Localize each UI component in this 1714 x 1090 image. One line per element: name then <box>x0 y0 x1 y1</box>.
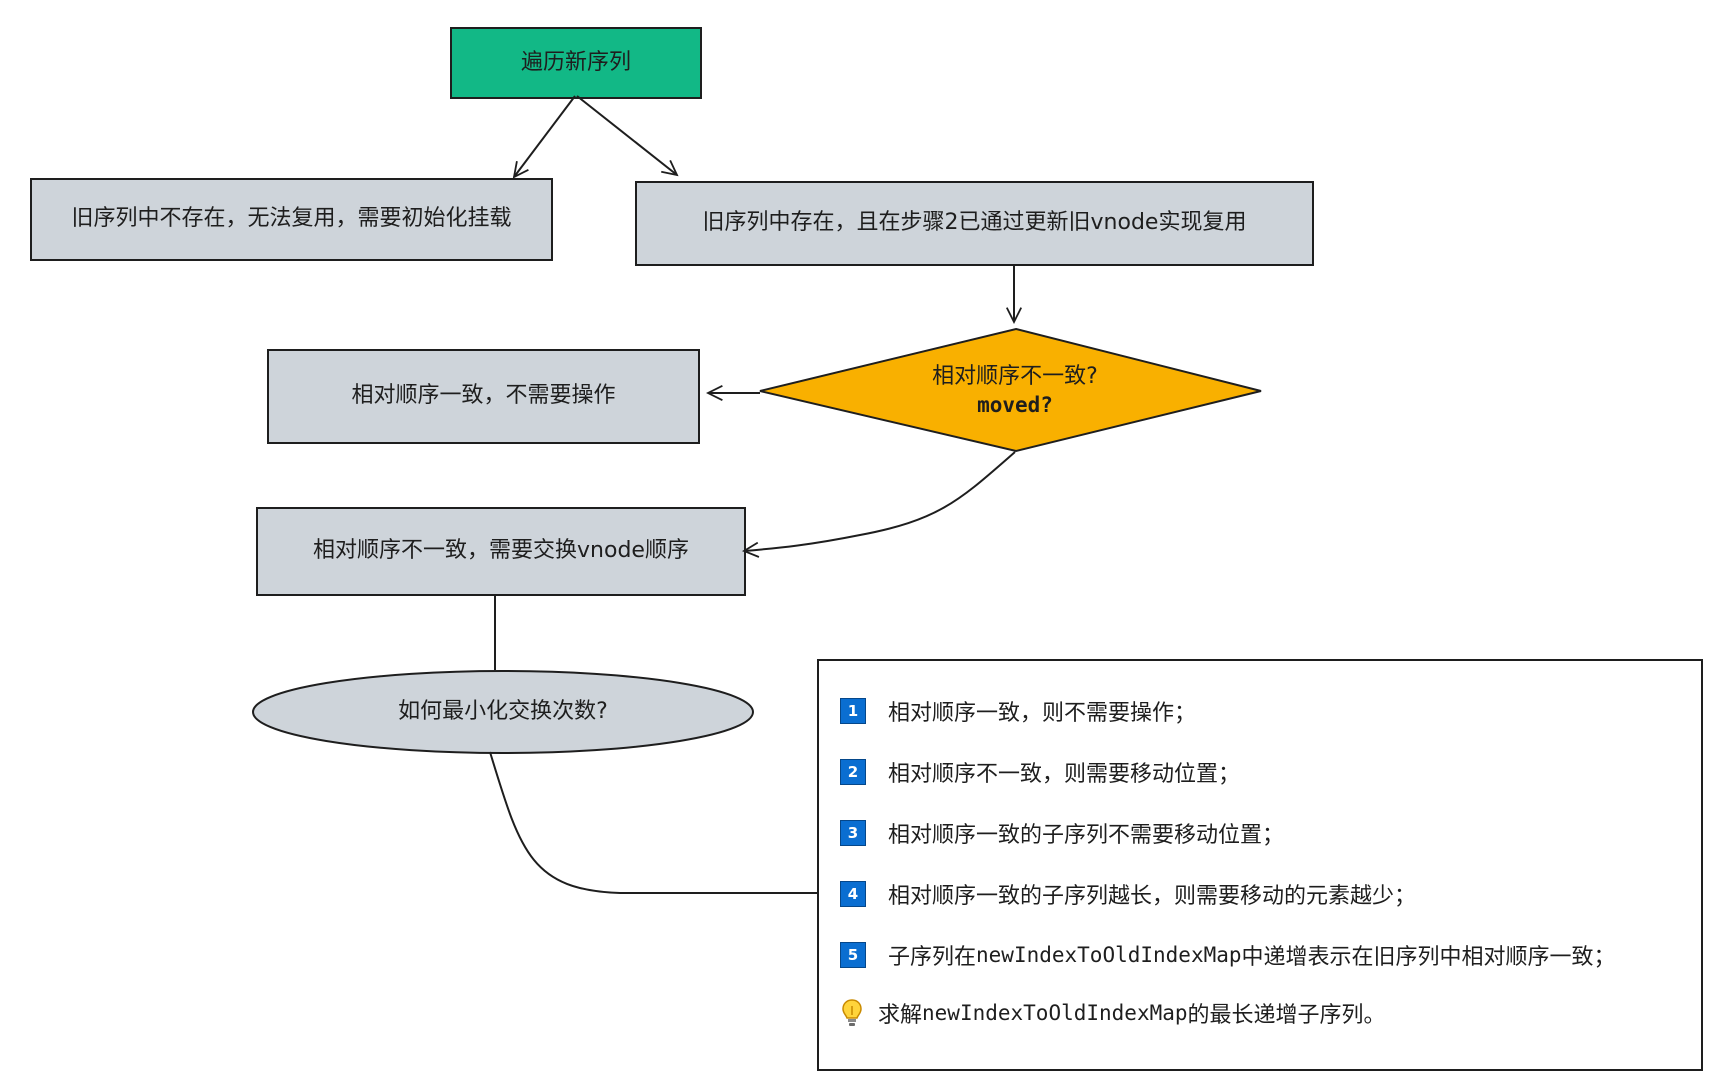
tip-text: 求解 <box>878 1003 923 1028</box>
consistent-node-shape <box>267 349 700 444</box>
note-text: 相对顺序一致，则不需要操作； <box>888 701 1197 726</box>
start-node: 遍历新序列 <box>520 49 631 75</box>
note-text: 相对顺序不一致，则需要移动位置； <box>888 762 1241 787</box>
arrow-decision-to-inconsistent <box>744 451 1016 551</box>
decision-code-label: moved? <box>977 392 1053 417</box>
note-text: 中递增表示在旧序列中相对顺序一致； <box>1241 945 1616 970</box>
tip-code: newIndexToOldIndexMap <box>922 1001 1188 1025</box>
arrow-start-to-not-exist <box>514 95 576 177</box>
number-badge: 5 <box>840 942 866 968</box>
note-item: 2 相对顺序不一致，则需要移动位置； <box>840 756 1240 788</box>
not-exist-node-shape <box>30 178 553 261</box>
not-exist-node: 旧序列中不存在，无法复用，需要初始化挂载 <box>71 206 512 232</box>
exist-node-shape <box>635 181 1314 266</box>
line-minimize-to-notes <box>489 751 818 894</box>
note-text: 相对顺序一致的子序列越长，则需要移动的元素越少； <box>888 884 1417 909</box>
minimize-node: 如何最小化交换次数? <box>398 698 608 724</box>
note-code: newIndexToOldIndexMap <box>976 943 1242 967</box>
note-item: 1 相对顺序一致，则不需要操作； <box>840 695 1196 727</box>
number-badge: 3 <box>840 820 866 846</box>
inconsistent-node: 相对顺序不一致，需要交换vnode顺序 <box>313 538 689 564</box>
start-node-shape <box>450 27 702 99</box>
notes-panel: 1 相对顺序一致，则不需要操作； 2 相对顺序不一致，则需要移动位置； 3 相对… <box>820 661 1704 1069</box>
consistent-node: 相对顺序一致，不需要操作 <box>351 383 616 409</box>
lightbulb-icon <box>840 998 864 1028</box>
decision-node: 相对顺序不一致? moved? <box>840 356 1190 426</box>
note-text: 子序列在 <box>888 945 977 970</box>
notes-panel-border <box>817 659 1703 1071</box>
minimize-node-shape <box>252 670 754 754</box>
tip-text: 的最长递增子序列。 <box>1187 1003 1386 1028</box>
arrow-start-to-exist <box>576 95 677 175</box>
decision-node-shape <box>759 327 1262 453</box>
number-badge: 4 <box>840 881 866 907</box>
exist-node: 旧序列中存在，且在步骤2已通过更新旧vnode实现复用 <box>702 210 1247 236</box>
decision-label: 相对顺序不一致? <box>932 364 1098 390</box>
note-item: 3 相对顺序一致的子序列不需要移动位置； <box>840 817 1284 849</box>
number-badge: 1 <box>840 698 866 724</box>
note-text: 相对顺序一致的子序列不需要移动位置； <box>888 823 1285 848</box>
number-badge: 2 <box>840 759 866 785</box>
note-item: 4 相对顺序一致的子序列越长，则需要移动的元素越少； <box>840 878 1416 910</box>
